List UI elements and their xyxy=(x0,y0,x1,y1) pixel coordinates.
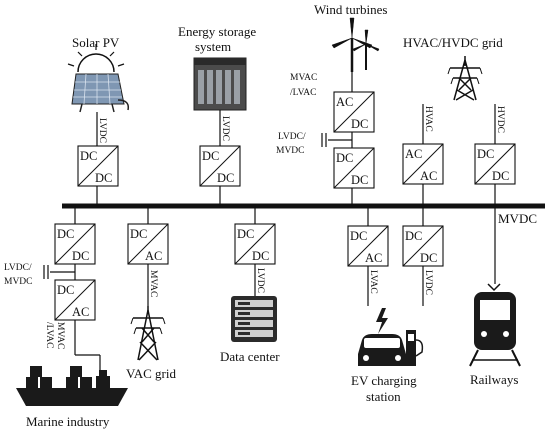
solar-dc-dc-converter: DC DC xyxy=(77,145,119,187)
wind-capacitor-icon xyxy=(321,133,327,147)
vac-grid-label: VAC grid xyxy=(126,366,176,381)
solar-pv-label: Solar PV xyxy=(72,35,120,50)
lvdc-dc-dc-converter: DC DC xyxy=(402,225,444,267)
train-icon xyxy=(469,283,521,367)
wind-mvac-lvac-line2: /LVAC xyxy=(290,88,316,98)
svg-text:DC: DC xyxy=(95,171,112,185)
svg-text:AC: AC xyxy=(420,169,437,183)
battery-rack-icon xyxy=(193,57,247,111)
svg-text:DC: DC xyxy=(217,171,234,185)
svg-text:DC: DC xyxy=(57,227,74,241)
transmission-tower-icon xyxy=(447,56,483,101)
datacenter-dc-dc-converter: DC DC xyxy=(234,223,276,265)
marine-mvac-label: MVAC xyxy=(55,322,65,349)
svg-text:DC: DC xyxy=(420,251,437,265)
hvac-hvdc-grid-label: HVAC/HVDC grid xyxy=(403,35,503,50)
hvdc-dc-dc-converter: DC DC xyxy=(474,143,516,185)
vac-transmission-tower-icon xyxy=(130,306,166,361)
wind-dc-dc-converter: DC DC xyxy=(333,147,375,189)
svg-text:DC: DC xyxy=(252,249,269,263)
marine-lvdc-mvdc-line1: LVDC/ xyxy=(4,263,32,273)
storage-label-line1: Energy storage xyxy=(178,24,256,39)
vac-mvac-label: MVAC xyxy=(148,270,158,297)
svg-text:DC: DC xyxy=(492,169,509,183)
marine-capacitor-icon xyxy=(43,265,49,279)
lvdc-label: LVDC xyxy=(423,270,433,295)
svg-text:AC: AC xyxy=(145,249,162,263)
ev-charging-label-line2: station xyxy=(366,389,401,404)
svg-text:DC: DC xyxy=(80,149,97,163)
svg-text:DC: DC xyxy=(237,227,254,241)
marine-dc-dc-converter: DC DC xyxy=(54,223,96,265)
svg-text:DC: DC xyxy=(202,149,219,163)
svg-text:DC: DC xyxy=(130,227,147,241)
wind-mvac-lvac-line1: MVAC xyxy=(290,73,317,83)
hvdc-label: HVDC xyxy=(495,106,505,133)
wind-turbines-label: Wind turbines xyxy=(314,2,388,17)
svg-text:DC: DC xyxy=(351,117,368,131)
storage-dc-dc-converter: DC DC xyxy=(199,145,241,187)
hvac-label: HVAC xyxy=(423,106,433,132)
svg-text:DC: DC xyxy=(477,147,494,161)
svg-text:DC: DC xyxy=(351,173,368,187)
svg-text:AC: AC xyxy=(365,251,382,265)
svg-text:DC: DC xyxy=(350,229,367,243)
ev-lvac-label: LVAC xyxy=(368,270,378,294)
svg-text:DC: DC xyxy=(405,229,422,243)
marine-lvdc-mvdc-line2: MVDC xyxy=(4,277,33,287)
wind-lvdc-mvdc-line1: LVDC/ xyxy=(278,132,306,142)
svg-text:DC: DC xyxy=(336,151,353,165)
wind-ac-dc-converter: AC DC xyxy=(333,91,375,133)
marine-lvac-label: /LVAC xyxy=(44,322,54,348)
svg-text:AC: AC xyxy=(72,305,89,319)
storage-lvdc-label: LVDC xyxy=(220,116,230,141)
wind-lvdc-mvdc-line2: MVDC xyxy=(276,146,305,156)
server-rack-icon xyxy=(231,296,277,342)
solar-panel-icon xyxy=(67,44,130,113)
hvac-ac-ac-converter: AC AC xyxy=(402,143,444,185)
svg-text:DC: DC xyxy=(57,283,74,297)
ev-charger-icon xyxy=(358,308,424,366)
ev-charging-label-line1: EV charging xyxy=(351,373,417,388)
ev-dc-ac-converter: DC AC xyxy=(347,225,389,267)
mvdc-bus-label: MVDC xyxy=(498,211,537,226)
svg-text:AC: AC xyxy=(405,147,422,161)
datacenter-lvdc-label: LVDC xyxy=(255,268,265,293)
marine-dc-ac-converter: DC AC xyxy=(54,279,96,321)
svg-text:DC: DC xyxy=(72,249,89,263)
railways-label: Railways xyxy=(470,372,518,387)
svg-text:AC: AC xyxy=(336,95,353,109)
storage-label-line2: system xyxy=(195,39,231,54)
solar-lvdc-label: LVDC xyxy=(97,118,107,143)
cargo-ship-icon xyxy=(16,366,128,406)
marine-industry-label: Marine industry xyxy=(26,414,110,429)
wind-turbine-icon xyxy=(331,17,380,72)
vac-dc-ac-converter: DC AC xyxy=(127,223,169,265)
data-center-label: Data center xyxy=(220,349,280,364)
